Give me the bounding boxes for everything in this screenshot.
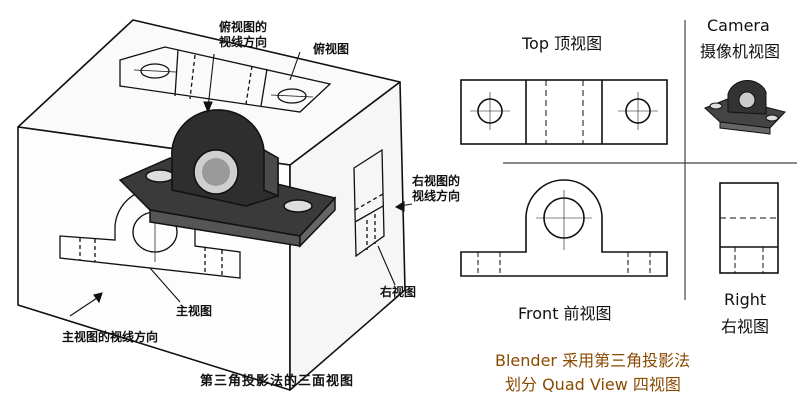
box-right-face: [289, 81, 406, 391]
quad-right-label-cn: 右视图: [721, 317, 770, 336]
label-top-view-direction: 俯视图的 视线方向: [219, 20, 268, 49]
label-right-view: 右视图: [380, 285, 417, 299]
quad-camera-label-cn: 摄像机视图: [700, 42, 781, 61]
footer-line-2: 划分 Quad View 四视图: [505, 375, 681, 394]
label-front-view: 主视图: [176, 304, 213, 318]
top-view-projection: [119, 46, 332, 113]
label-right-view-direction: 右视图的 视线方向: [412, 174, 461, 203]
left-figure-caption: 第三角投影法的三面视图: [200, 374, 355, 389]
quad-camera-label-en: Camera: [707, 16, 770, 35]
quad-front-view: [460, 179, 668, 277]
top-direction-arrow: [207, 53, 215, 109]
quad-top-label: Top 顶视图: [522, 34, 603, 53]
footer-line-1: Blender 采用第三角投影法: [495, 351, 691, 370]
label-front-view-direction: 主视图的视线方向: [62, 330, 159, 344]
quad-right-label-en: Right: [724, 290, 767, 309]
label-top-view: 俯视图: [313, 42, 350, 56]
right-view-projection: [353, 148, 385, 258]
quad-view-divider: [503, 20, 797, 300]
quad-right-view: [719, 182, 779, 274]
quad-camera-view: [704, 80, 786, 135]
quad-front-label: Front 前视图: [518, 304, 612, 323]
quad-top-view: [460, 79, 668, 145]
front-direction-arrow: [69, 295, 101, 317]
solid-bearing-block: [118, 109, 337, 248]
